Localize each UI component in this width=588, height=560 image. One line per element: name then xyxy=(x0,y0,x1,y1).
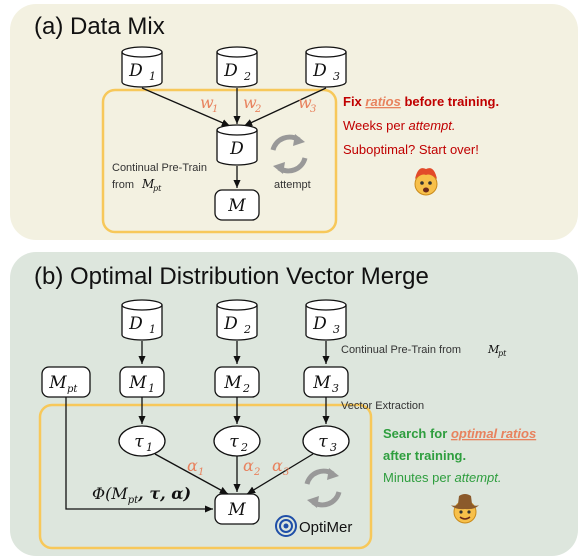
alpha-1: α 1 xyxy=(187,456,204,478)
svg-text:3: 3 xyxy=(330,441,337,454)
optimer-logo-icon xyxy=(275,515,297,537)
svg-text:τ: τ xyxy=(318,432,328,452)
dataset-d3: D 3 xyxy=(305,46,347,88)
svg-text:Continual Pre-Train from: Continual Pre-Train from xyxy=(341,344,461,356)
panel-b: (b) Optimal Distribution Vector Merge D … xyxy=(10,252,578,556)
svg-text:1: 1 xyxy=(198,467,204,478)
svg-text:pt: pt xyxy=(67,384,78,395)
dataset-d1: D 1 xyxy=(121,46,163,88)
svg-text:w: w xyxy=(298,93,312,112)
dataset-b-d3: D 3 xyxy=(305,299,347,341)
svg-text:from: from xyxy=(112,179,134,191)
svg-text:M: M xyxy=(48,373,67,393)
svg-text:2: 2 xyxy=(243,323,251,336)
merged-dataset-d: D xyxy=(216,124,258,166)
cowboy-emoji xyxy=(451,494,479,524)
svg-text:pt: pt xyxy=(153,184,162,193)
svg-text:D: D xyxy=(128,314,143,334)
panel-a: (a) Data Mix D 1 D 2 D 3 w 1 xyxy=(10,4,578,240)
task-vector-tau1: τ 1 xyxy=(118,425,166,457)
svg-text:pt: pt xyxy=(498,349,507,358)
arrow-b-tau1-m xyxy=(154,453,229,495)
vector-extraction-label: Vector Extraction xyxy=(341,400,424,412)
attempt-label: attempt xyxy=(274,179,311,191)
svg-text:2: 2 xyxy=(243,70,251,83)
task-vector-tau2: τ 2 xyxy=(213,425,261,457)
cpt-from-mpt-label: Continual Pre-Train from M pt xyxy=(341,343,507,358)
exploding-head-emoji xyxy=(414,168,438,196)
model-m2-box: M 2 xyxy=(214,366,260,398)
alpha-3: α 3 xyxy=(272,456,289,478)
svg-text:D: D xyxy=(223,314,238,334)
alpha-2: α 2 xyxy=(243,456,260,478)
svg-text:1: 1 xyxy=(148,382,155,395)
panel-b-title: (b) Optimal Distribution Vector Merge xyxy=(34,263,429,290)
svg-text:M: M xyxy=(223,373,242,393)
panel-a-title: (a) Data Mix xyxy=(34,13,165,40)
dataset-b-d2: D 2 xyxy=(216,299,258,341)
merged-model-box: M xyxy=(214,493,260,525)
task-vector-tau3: τ 3 xyxy=(302,425,350,457)
panel-b-merge-box xyxy=(38,403,373,550)
svg-text:τ: τ xyxy=(229,432,239,452)
panel-a-training-box xyxy=(101,88,338,234)
note-weeks: Weeks per attempt. xyxy=(343,118,456,133)
svg-text:1: 1 xyxy=(149,323,156,336)
svg-text:α: α xyxy=(272,456,283,475)
refresh-cycle-icon xyxy=(270,134,308,174)
svg-text:α: α xyxy=(187,456,198,475)
cpt-label-line2: from M pt xyxy=(112,177,162,193)
optimer-label: OptiMer xyxy=(299,519,352,536)
note-search-ratios: Search for optimal ratios xyxy=(383,426,536,441)
arrow-d3-to-d xyxy=(243,87,327,127)
cpt-label-line1: Continual Pre-Train xyxy=(112,162,207,174)
svg-text:w: w xyxy=(243,93,257,112)
base-model-mpt-box: M pt xyxy=(41,366,91,398)
refresh-cycle-icon xyxy=(304,468,342,508)
svg-text:1: 1 xyxy=(212,104,218,115)
weight-w2: w 2 xyxy=(243,93,261,115)
svg-text:2: 2 xyxy=(240,441,248,454)
svg-text:3: 3 xyxy=(333,323,340,336)
svg-text:1: 1 xyxy=(146,441,153,454)
svg-text:3: 3 xyxy=(310,104,316,115)
svg-text:M: M xyxy=(141,177,155,191)
svg-text:2: 2 xyxy=(253,467,260,478)
weight-w1: w 1 xyxy=(200,93,218,115)
svg-text:α: α xyxy=(243,456,254,475)
note-fix-ratios: Fix ratios before training. xyxy=(343,94,499,109)
svg-text:D: D xyxy=(312,61,327,81)
arrow-mpt-to-merged xyxy=(65,397,213,513)
dataset-b-d1: D 1 xyxy=(121,299,163,341)
svg-text:3: 3 xyxy=(332,382,339,395)
weight-w3: w 3 xyxy=(298,93,316,115)
arrow-b-tau3-m xyxy=(246,453,314,495)
model-m3-box: M 3 xyxy=(303,366,349,398)
note-after-training: after training. xyxy=(383,448,466,463)
model-m1-box: M 1 xyxy=(119,366,165,398)
arrow-d1-to-d xyxy=(141,87,231,127)
svg-text:D: D xyxy=(128,61,143,81)
svg-text:D: D xyxy=(312,314,327,334)
svg-text:3: 3 xyxy=(333,70,340,83)
note-minutes: Minutes per attempt. xyxy=(383,470,502,485)
svg-text:M: M xyxy=(312,373,331,393)
svg-text:w: w xyxy=(200,93,214,112)
model-m-box: M xyxy=(214,189,260,221)
svg-text:M: M xyxy=(128,373,147,393)
note-suboptimal: Suboptimal? Start over! xyxy=(343,142,479,157)
svg-text:M: M xyxy=(227,196,246,216)
svg-text:D: D xyxy=(223,61,238,81)
svg-text:1: 1 xyxy=(149,70,156,83)
svg-text:2: 2 xyxy=(254,104,261,115)
merge-formula: Φ(Mpt, τ, α) xyxy=(92,484,191,506)
svg-text:2: 2 xyxy=(242,382,250,395)
svg-text:M: M xyxy=(487,343,500,356)
svg-text:M: M xyxy=(227,500,246,520)
svg-text:τ: τ xyxy=(134,432,144,452)
dataset-d2: D 2 xyxy=(216,46,258,88)
svg-text:D: D xyxy=(229,139,244,159)
svg-text:3: 3 xyxy=(283,467,289,478)
